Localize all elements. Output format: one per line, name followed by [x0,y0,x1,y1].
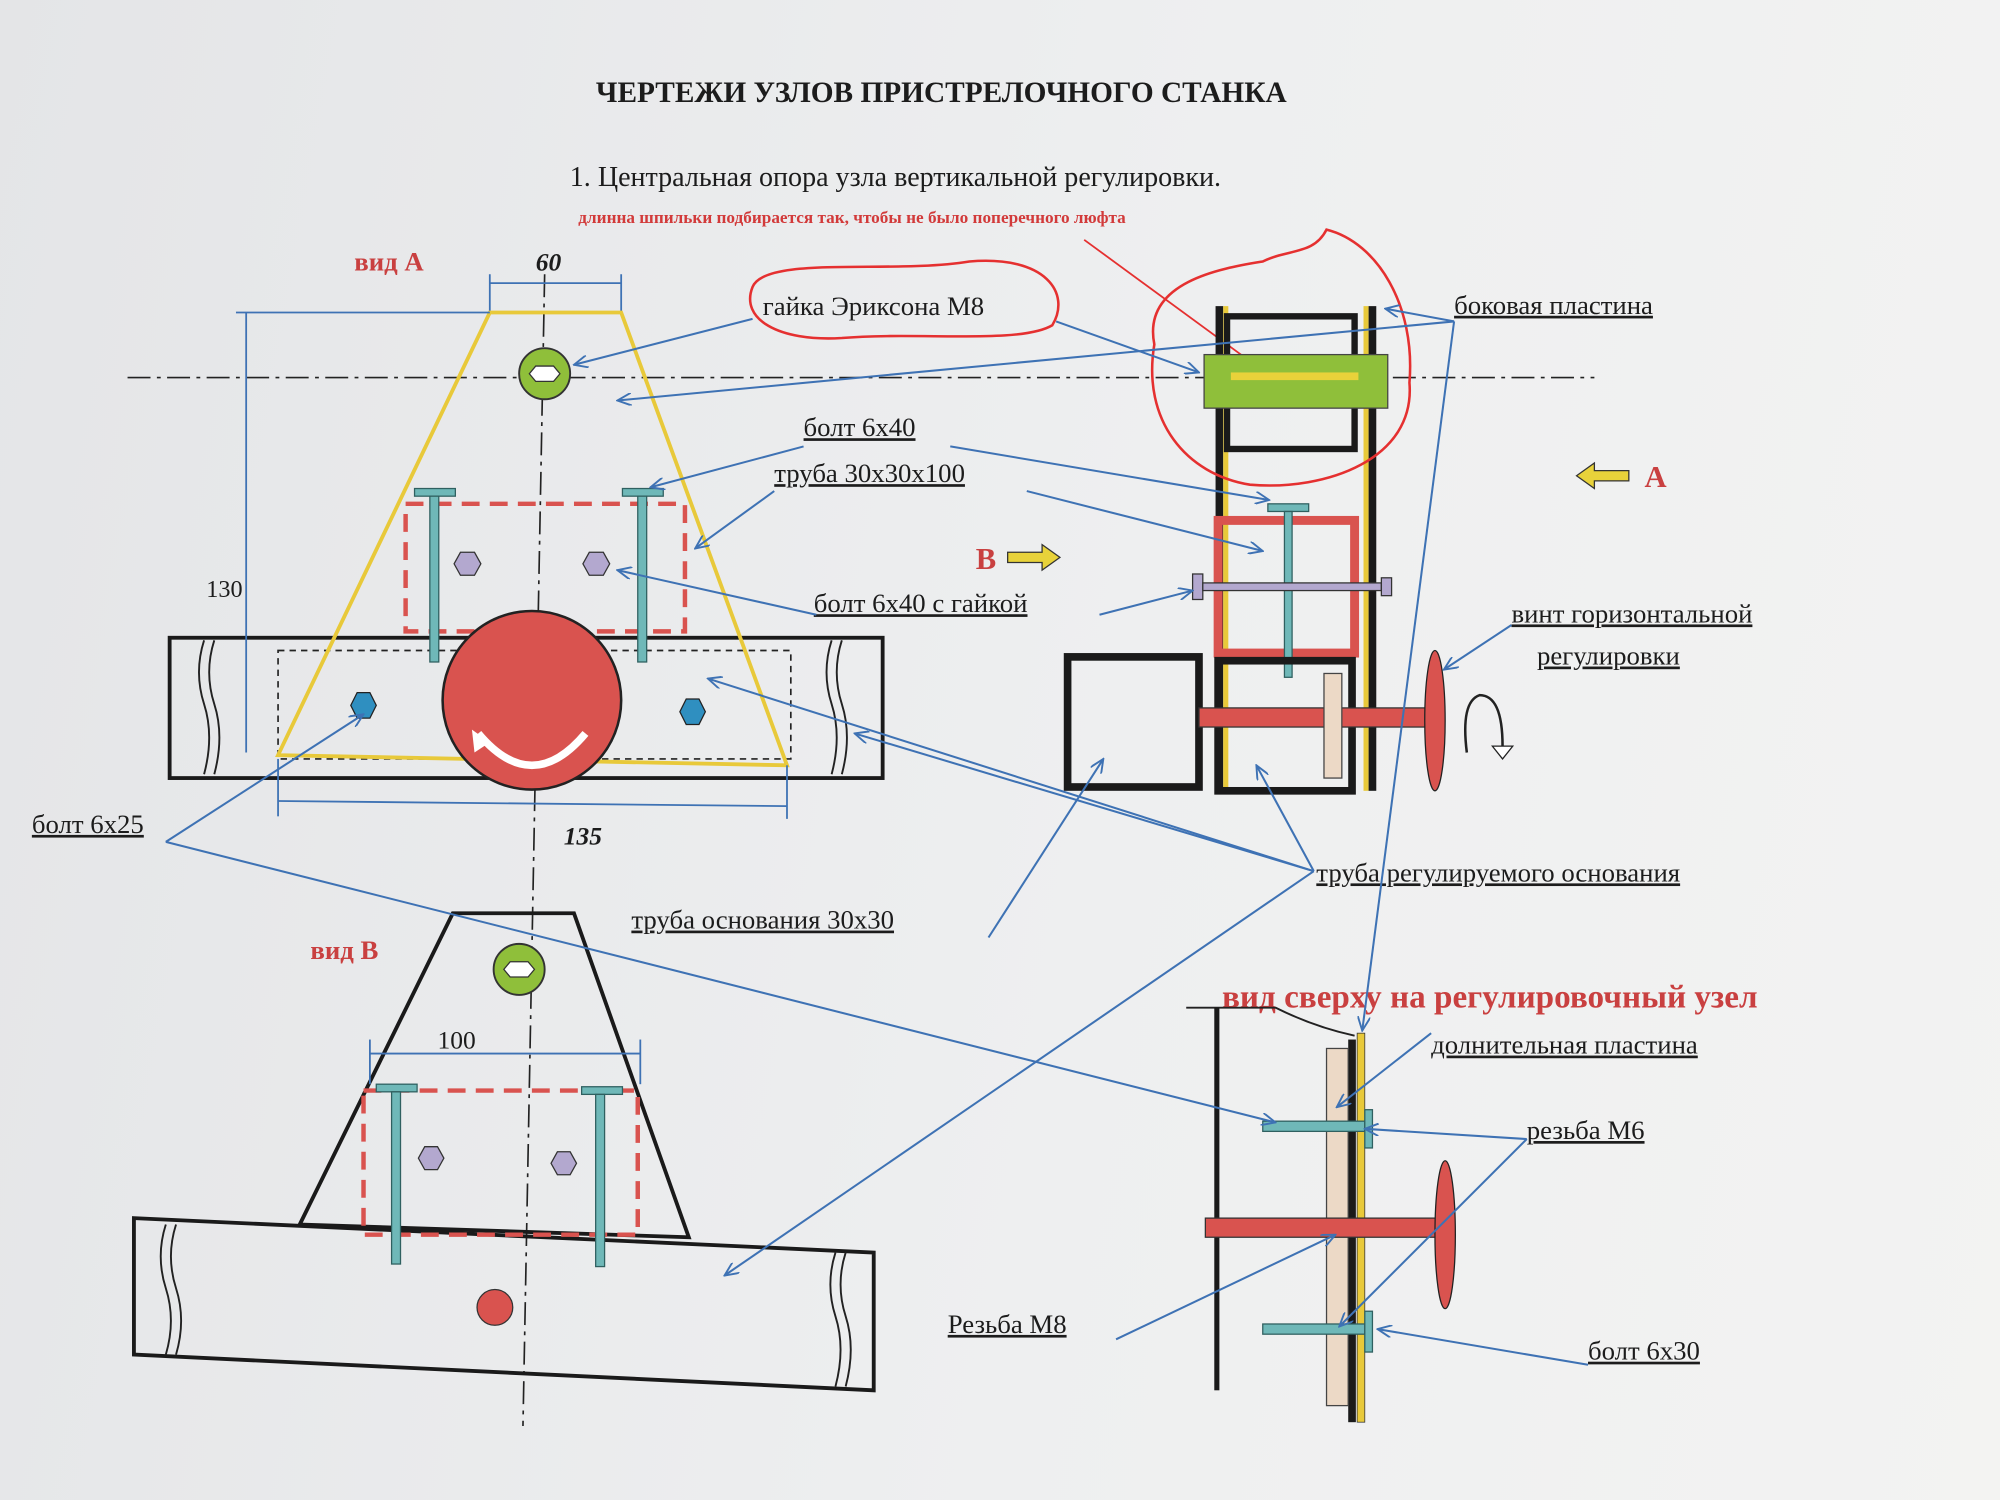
red-note: длинна шпильки подбирается так, чтобы не… [578,208,1126,227]
page-title: ЧЕРТЕЖИ УЗЛОВ ПРИСТРЕЛОЧНОГО СТАНКА [596,77,1287,109]
red-highlight-circle [1150,228,1412,487]
bolts-6x40 [413,487,664,663]
label-base-tube: труба основания 30х30 [631,905,894,935]
label-thread-m8: Резьба М8 [948,1309,1067,1339]
label-tube-30x30x100: труба 30х30х100 [774,458,965,488]
dim-60: 60 [536,247,562,276]
label-extra-plate: долнительная пластина [1431,1030,1698,1060]
top-view-label: вид сверху на регулировочный узел [1222,979,1758,1016]
label-thread-m6: резьба М6 [1527,1115,1645,1145]
bolts-b [375,1083,624,1268]
arrow-b: B [976,542,1062,576]
dim-100: 100 [438,1025,476,1054]
label-ericsson-nut: гайка Эриксона М8 [763,291,984,321]
label-side-plate: боковая пластина [1454,290,1653,320]
section-title: 1. Центральная опора узла вертикальной р… [570,162,1221,193]
break-lines [198,640,848,775]
adjust-knob [1424,649,1446,792]
label-bolt-6x25: болт 6х25 [32,809,144,839]
view-a-label: вид А [354,246,424,276]
bolt-6x25-right [679,698,707,726]
dim-135: 135 [564,821,603,850]
side-assembly [1063,228,1515,795]
base-tube-side [1063,653,1203,791]
callout-labels: гайка Эриксона М8 боковая пластина болт … [32,290,1753,1366]
arrow-a: A [1575,460,1667,494]
view-a: вид А 60 130 135 [167,246,885,850]
rotation-arrow-icon [1463,693,1504,753]
red-highlight-ring [749,259,1060,340]
label-bolt-6x40-nut: болт 6х40 с гайкой [814,588,1028,618]
base-beam-b [132,1216,876,1393]
ericsson-nut-side [1203,353,1389,409]
hex-nut-left [453,551,482,576]
svg-text:A: A [1645,460,1667,494]
label-screw-2: регулировки [1537,641,1680,671]
nut-hex-icon [528,365,561,383]
view-b: вид В 100 [132,911,876,1393]
vertical-axis-line [522,274,546,1427]
label-bolt-6x40: болт 6х40 [804,412,916,442]
leader-lines [165,309,1589,1366]
label-bolt-6x30: болт 6х30 [1588,1336,1700,1366]
view-b-label: вид В [310,935,378,965]
hex-nut-right [582,551,611,576]
note-pointer [1083,239,1266,374]
label-screw-1: винт горизонтальной [1511,598,1752,628]
rotation-arrow-icon [475,730,589,769]
svg-text:B: B [976,542,996,576]
label-adj-base-tube: труба регулируемого основания [1316,857,1680,887]
screw-b [476,1288,514,1326]
dim-130: 130 [206,576,242,603]
hidden-tube-b [361,1088,640,1237]
support-plate-b [296,911,692,1240]
